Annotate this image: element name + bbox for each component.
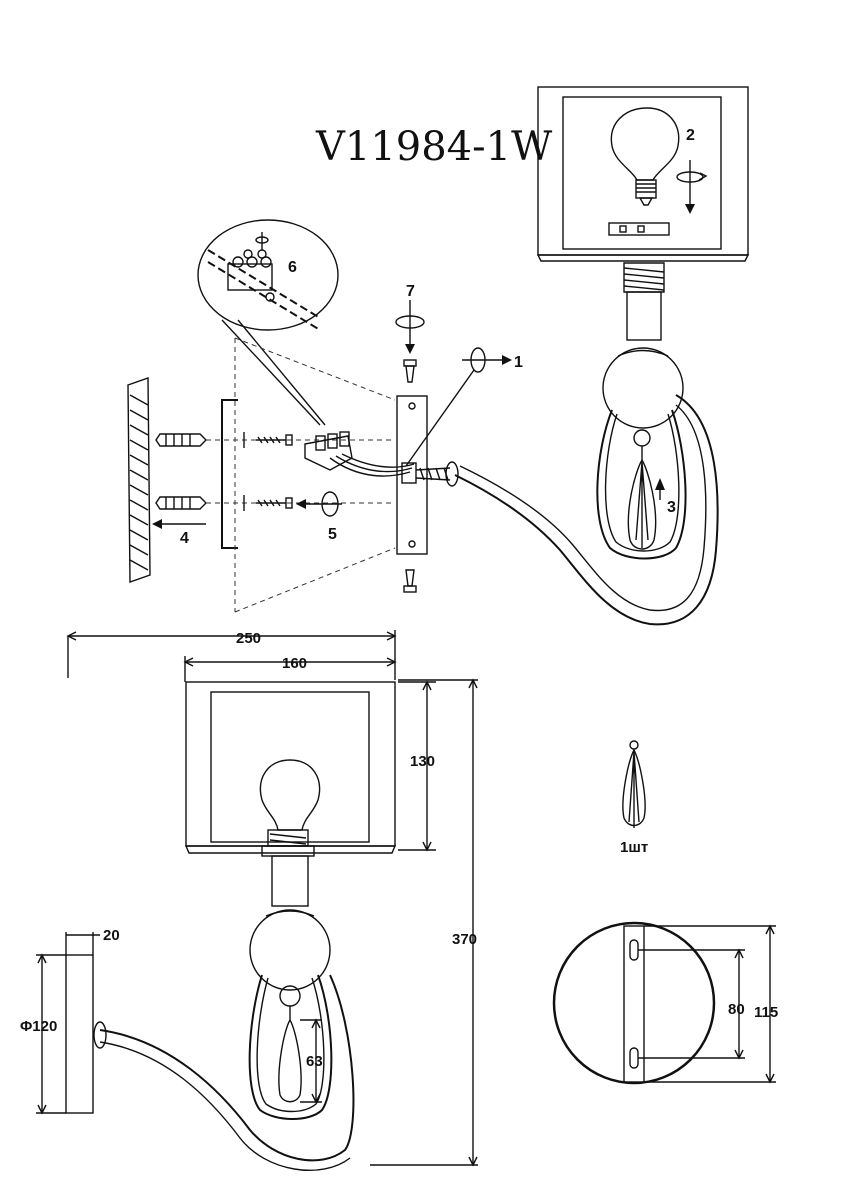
- wall-plate-front: 80 115: [552, 921, 778, 1085]
- wall-section: [127, 377, 151, 583]
- threaded-socket: [623, 262, 665, 293]
- shade-base: [536, 254, 750, 262]
- screw-icon: [256, 497, 293, 509]
- back-plate: [396, 395, 428, 555]
- shade-inner: [210, 691, 370, 843]
- curved-arm: [99, 974, 355, 1162]
- crystal-pendant: [278, 985, 302, 1103]
- mounting-assembly: 6: [127, 219, 523, 613]
- dim-hole-spacing: 80: [728, 1001, 745, 1018]
- bulb-icon: [259, 759, 321, 847]
- cable-gland: [401, 462, 417, 484]
- rotate-arrow-icon: [676, 160, 708, 214]
- screw-icon: [256, 434, 293, 446]
- screw-icon: [395, 300, 425, 383]
- terminal-block-detail: [207, 232, 321, 331]
- dim-shade-width: 160: [282, 655, 307, 672]
- bulb-icon: [610, 107, 680, 206]
- step-7-label: 7: [406, 283, 415, 300]
- teardrop-frame: [248, 974, 333, 1120]
- wall-dowel-icon: [155, 433, 207, 447]
- dimension-view: 250 160 130 370: [20, 630, 478, 1171]
- shade-outer: [537, 86, 749, 256]
- mounting-slot: [629, 939, 639, 961]
- exploded-lamp: 2 3: [454, 86, 750, 626]
- sphere: [249, 909, 331, 991]
- teardrop-frame: [596, 409, 687, 560]
- rotate-arrow-icon: [296, 491, 342, 517]
- step-2-label: 2: [686, 127, 695, 144]
- step-5-label: 5: [328, 526, 337, 543]
- dim-total-width: 250: [236, 630, 261, 647]
- spare-pendant: 1шт: [620, 740, 648, 856]
- screw-icon: [403, 569, 417, 593]
- dim-plate-diameter: Φ120: [20, 1018, 57, 1035]
- accessory-quantity: 1шт: [620, 839, 648, 856]
- crystal-pendant: [627, 429, 657, 550]
- dim-total-height: 370: [452, 931, 477, 948]
- rotate-arrow-icon: [462, 347, 512, 373]
- detail-callout: [197, 219, 339, 331]
- step-6-label: 6: [288, 259, 297, 276]
- plate-circle: [552, 921, 716, 1085]
- socket-tube: [271, 855, 309, 907]
- curved-arm: [454, 394, 719, 626]
- step-1-label: 1: [514, 354, 523, 371]
- socket-tube: [626, 291, 662, 341]
- dim-shade-height: 130: [410, 753, 435, 770]
- model-title: V11984-1W: [315, 124, 552, 170]
- sphere: [602, 347, 684, 429]
- wall-dowel-icon: [155, 496, 207, 510]
- terminal-block: [304, 431, 353, 471]
- wall-plate-side: [65, 954, 94, 1114]
- dim-plate-depth: 20: [103, 927, 120, 944]
- mounting-slot: [629, 1047, 639, 1069]
- shade-inner: [562, 96, 722, 250]
- socket-ring: [608, 222, 670, 236]
- dim-plate-height: 115: [754, 1004, 778, 1021]
- step-3-label: 3: [667, 499, 676, 516]
- dim-pendant-length: 63: [306, 1053, 323, 1070]
- mounting-strip: [623, 925, 645, 1083]
- shade-outer: [185, 681, 396, 847]
- step-4-label: 4: [180, 530, 189, 547]
- mounting-bracket: [221, 399, 238, 549]
- crystal-pendant: [622, 740, 646, 828]
